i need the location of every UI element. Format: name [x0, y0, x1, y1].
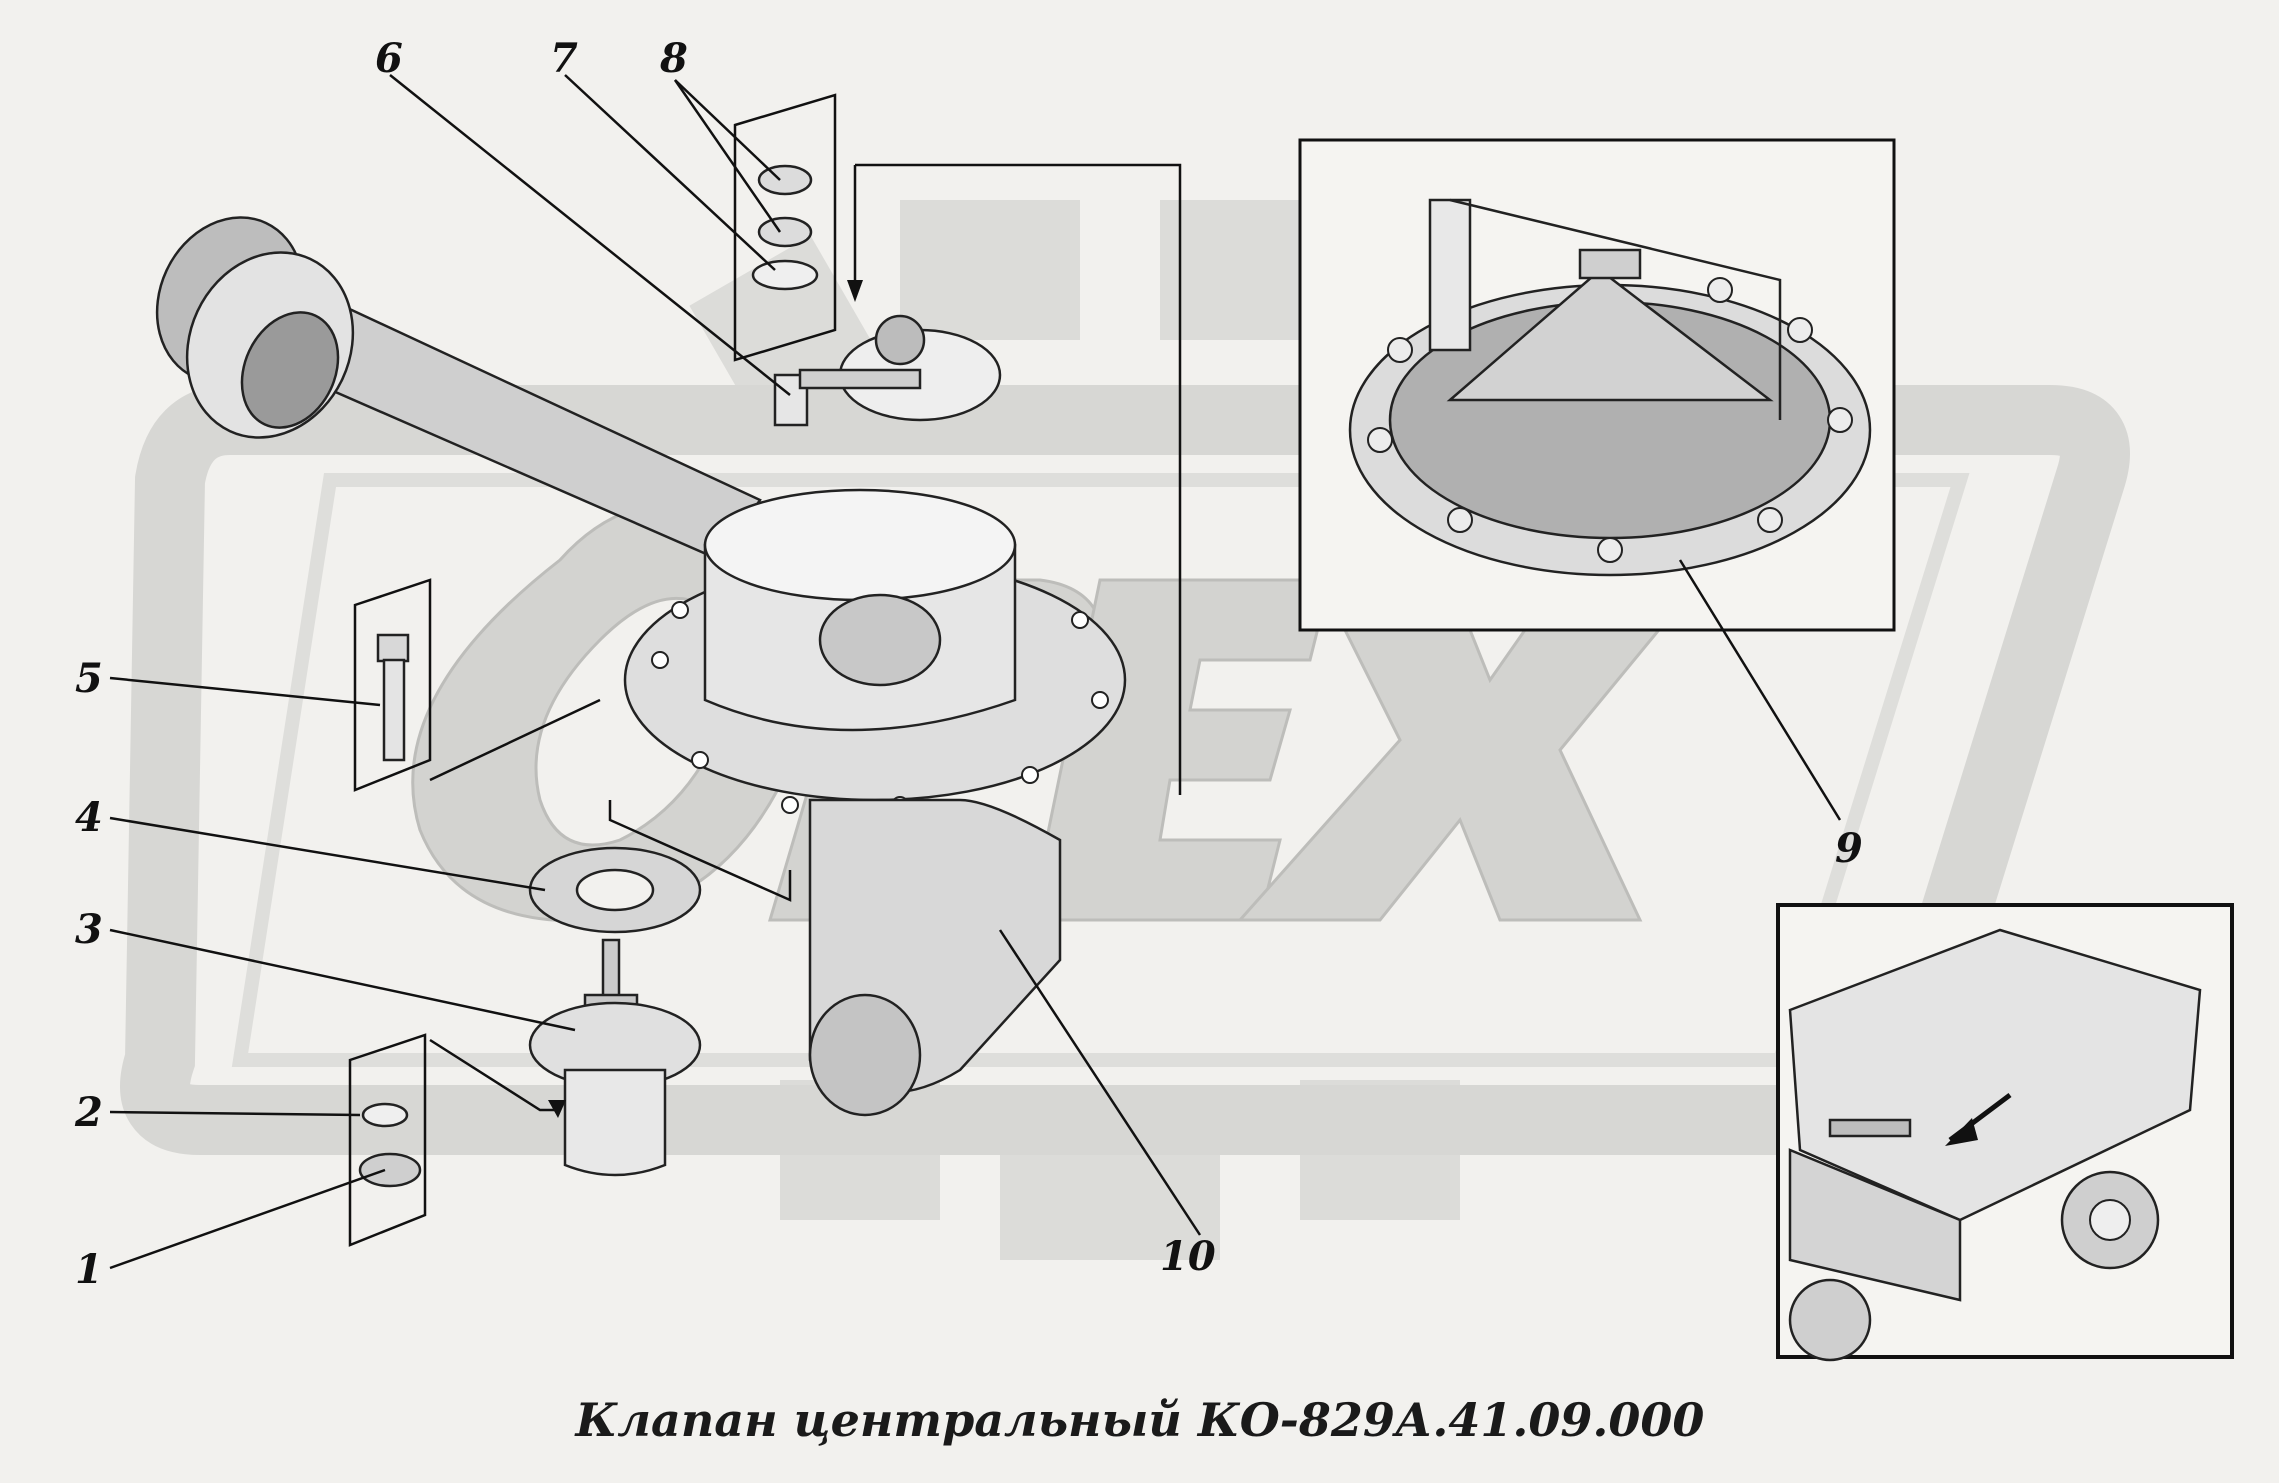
callout-9: 9: [1835, 825, 1863, 872]
filter-inset: [1298, 138, 1896, 632]
callout-labels: 1 2 3 4 5 6 7 8 9 10: [74, 35, 1863, 1293]
bolt-part: [353, 578, 432, 792]
gasket-part: [528, 846, 702, 934]
callout-8: 8: [659, 35, 688, 82]
callout-1: 1: [75, 1246, 103, 1293]
valve-assembly: [155, 216, 1127, 1117]
callout-10: 10: [1160, 1233, 1216, 1280]
callout-5: 5: [75, 655, 103, 702]
callout-3: 3: [75, 906, 103, 953]
callout-6: 6: [375, 35, 403, 82]
diagram-caption: Клапан центральный КО-829А.41.09.000: [574, 1393, 1705, 1447]
drive-part: [528, 938, 702, 1177]
callout-4: 4: [75, 794, 103, 841]
callout-7: 7: [550, 35, 578, 82]
linkage-parts: [733, 93, 1182, 795]
truck-location-inset: [1776, 903, 2234, 1362]
callout-2: 2: [74, 1089, 103, 1136]
fastener-parts: [348, 698, 792, 1247]
leader-lines: [109, 74, 1842, 1270]
